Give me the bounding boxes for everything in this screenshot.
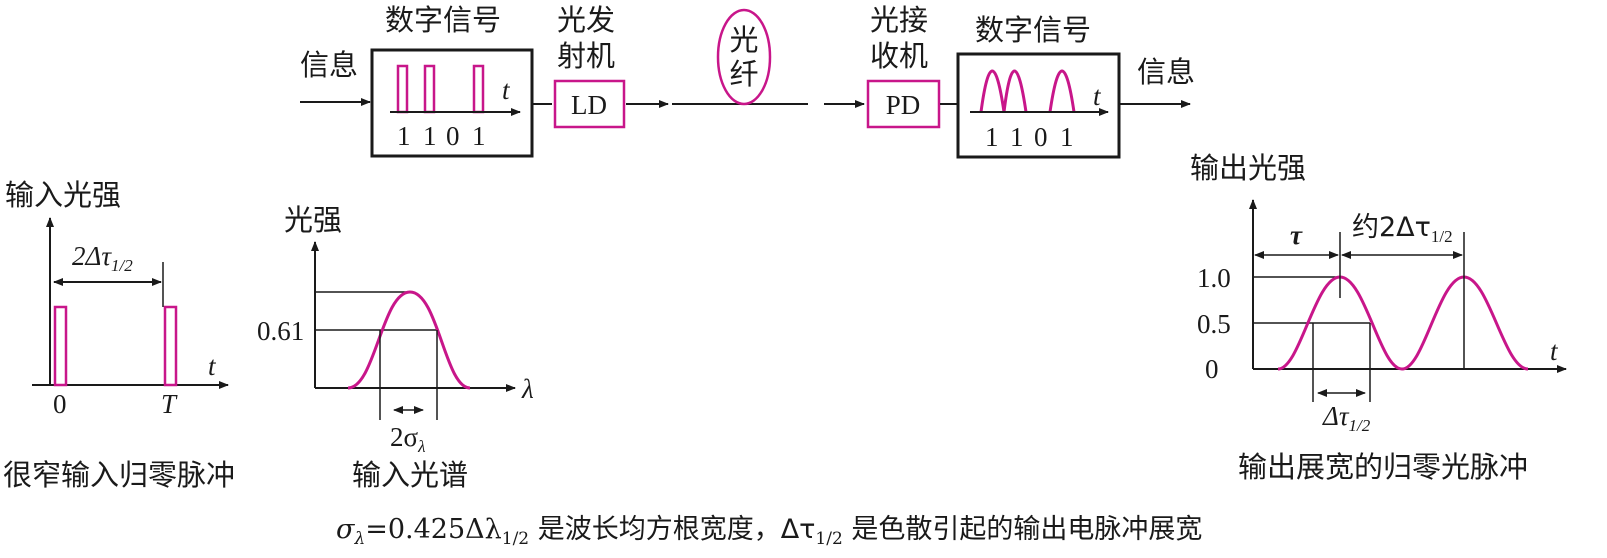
info-in-label: 信息 bbox=[300, 48, 358, 82]
right-bit-2: 1 bbox=[1010, 122, 1024, 152]
input-spectrum-panel: 光强 λ 0.61 2σλ 输入光谱 bbox=[257, 203, 534, 492]
received-pulses-1-2 bbox=[979, 69, 1028, 113]
output-width-label: Δτ1/2 bbox=[1322, 401, 1371, 435]
digital-signal-right-box bbox=[956, 52, 1121, 159]
output-ytick-0: 0 bbox=[1205, 354, 1219, 384]
output-ytick-05: 0.5 bbox=[1197, 309, 1231, 339]
spectrum-x-label: λ bbox=[521, 374, 534, 404]
input-pulse-0 bbox=[53, 305, 68, 387]
output-intensity-label: 输出光强 bbox=[1190, 151, 1306, 185]
output-pulse-panel: 输出光强 t 1.0 0.5 0 τ 约2Δτ1/2 Δτ1/2 输出展宽的归零… bbox=[1190, 151, 1567, 484]
bit-pulse-2 bbox=[423, 64, 436, 114]
ld-box bbox=[553, 79, 626, 129]
pd-label: PD bbox=[886, 90, 921, 120]
output-tau-label: τ bbox=[1290, 220, 1303, 250]
pd-box bbox=[866, 79, 941, 129]
output-spacing-label: 约2Δτ1/2 bbox=[1352, 212, 1453, 246]
fiber-label-line1: 光 bbox=[729, 23, 758, 57]
bit-pulse-1 bbox=[396, 64, 409, 114]
output-broadened-pulses bbox=[1277, 275, 1529, 371]
left-bit-2: 1 bbox=[423, 121, 437, 151]
right-box-t-label: t bbox=[1093, 81, 1102, 111]
input-t-label: t bbox=[208, 351, 217, 381]
output-pulse-caption: 输出展宽的归零光脉冲 bbox=[1238, 450, 1528, 484]
fiber-label-line2: 纤 bbox=[729, 57, 758, 91]
digital-signal-right-label: 数字信号 bbox=[975, 13, 1091, 47]
system-block-diagram: 信息 数字信号 t 1 1 0 1 光发 射机 LD 光 纤 光接 收机 PD bbox=[300, 3, 1195, 159]
spectrum-level-label: 0.61 bbox=[257, 316, 304, 346]
received-pulse-4 bbox=[1048, 69, 1076, 113]
transmitter-label-line1: 光发 bbox=[557, 3, 615, 37]
receiver-label-line2: 收机 bbox=[870, 39, 928, 73]
left-bit-3: 0 bbox=[446, 121, 460, 151]
spectrum-y-label: 光强 bbox=[284, 203, 342, 237]
spectrum-width-label: 2σλ bbox=[390, 422, 425, 456]
receiver-label-line1: 光接 bbox=[870, 3, 928, 37]
input-pulse-caption: 很窄输入归零脉冲 bbox=[3, 458, 235, 492]
left-box-t-label: t bbox=[502, 75, 511, 105]
ld-label: LD bbox=[571, 90, 607, 120]
digital-signal-left-label: 数字信号 bbox=[385, 3, 501, 37]
input-pulse-T bbox=[163, 305, 178, 387]
input-tick-0: 0 bbox=[53, 389, 67, 419]
fiber-ellipse bbox=[716, 8, 772, 106]
left-bit-4: 1 bbox=[472, 121, 486, 151]
spectrum-caption: 输入光谱 bbox=[352, 458, 468, 492]
input-tick-T: T bbox=[161, 389, 178, 419]
left-bit-1: 1 bbox=[397, 121, 411, 151]
spectrum-curve bbox=[347, 290, 471, 390]
output-t-label: t bbox=[1550, 336, 1559, 366]
input-intensity-label: 输入光强 bbox=[5, 178, 121, 212]
info-out-label: 信息 bbox=[1137, 55, 1195, 89]
right-bit-3: 0 bbox=[1034, 122, 1048, 152]
right-bit-4: 1 bbox=[1060, 122, 1074, 152]
transmitter-label-line2: 射机 bbox=[557, 39, 615, 73]
digital-signal-left-box bbox=[370, 48, 534, 158]
right-bit-1: 1 bbox=[985, 122, 999, 152]
input-period-label: 2Δτ1/2 bbox=[72, 241, 133, 275]
input-pulse-panel: 输入光强 t 2Δτ1/2 0 T 很窄输入归零脉冲 bbox=[3, 178, 235, 492]
footer-formula: σλ=0.425Δλ1/2 是波长均方根宽度，Δτ1/2 是色散引起的输出电脉冲… bbox=[336, 514, 1202, 549]
output-ytick-1: 1.0 bbox=[1197, 263, 1231, 293]
bit-pulse-4 bbox=[472, 64, 485, 114]
